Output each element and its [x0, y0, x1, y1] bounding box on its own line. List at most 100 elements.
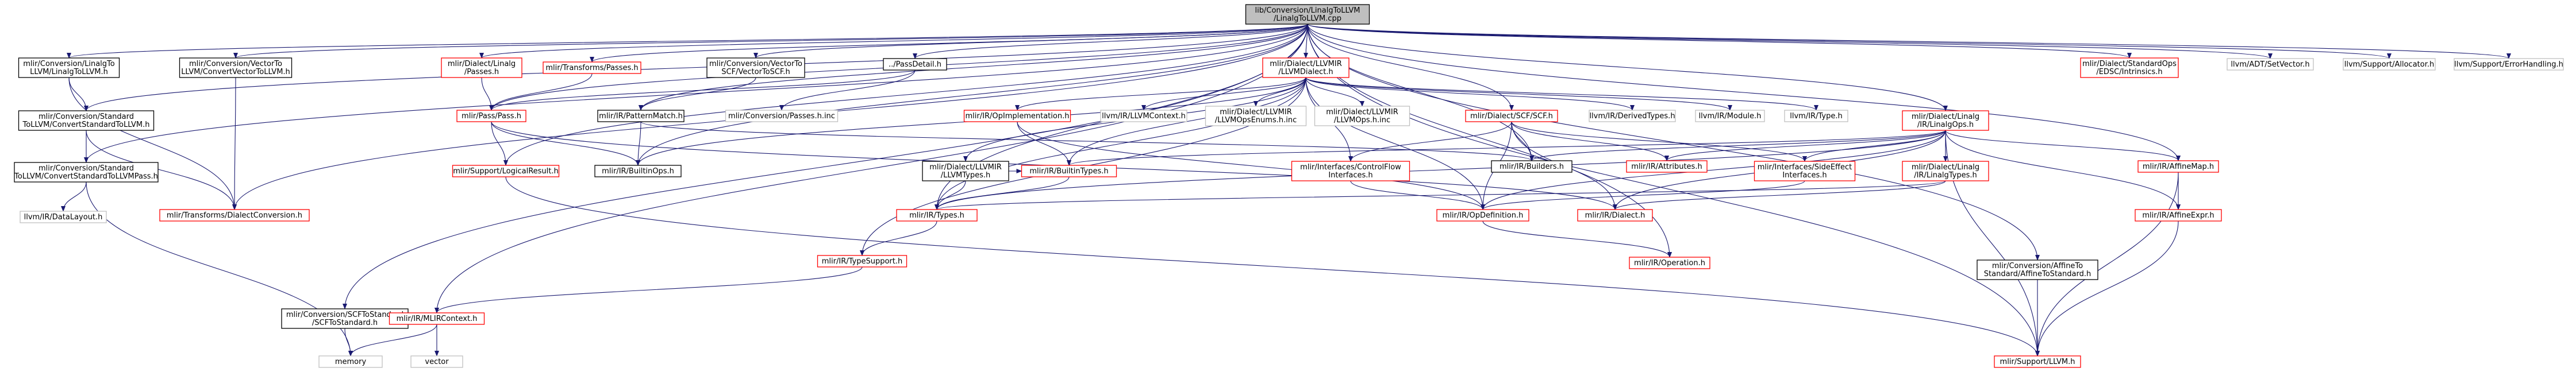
include-edge-n25-n32: [1348, 121, 1512, 162]
node-label: mlir/Support/LogicalResult.h: [453, 167, 558, 176]
include-edge-n29-n38: [935, 130, 1946, 210]
node-box: [1902, 161, 1989, 181]
node-label: /EDSC/Intrinsics.h: [2096, 68, 2162, 76]
node-label: mlir/IR/AffineMap.h: [2143, 162, 2214, 171]
graph-node-n41[interactable]: mlir/IR/AffineExpr.h: [2135, 209, 2222, 222]
include-edge-n19-n49: [505, 176, 2040, 356]
node-box: [922, 161, 1009, 181]
node-box: [896, 209, 978, 222]
node-box: [817, 255, 908, 268]
node-label: mlir/IR/Types.h: [909, 211, 964, 220]
include-edge-n25-n34: [1511, 121, 1669, 161]
node-label: llvm/IR/Type.h: [1790, 112, 1842, 121]
include-edge-n36-n38: [935, 180, 1946, 210]
include-edge-n29-n33: [1529, 130, 1946, 161]
graph-node-n5[interactable]: mlir/Conversion/VectorToSCF/VectorToSCF.…: [706, 57, 805, 78]
include-edge-n7-n26: [1305, 77, 1635, 111]
node-box: [389, 312, 485, 325]
node-box: [1629, 257, 1710, 269]
graph-node-n15[interactable]: mlir/Transforms/DialectConversion.h: [159, 209, 310, 222]
node-box: [963, 110, 1071, 122]
include-edge-root-n37: [1307, 24, 2181, 161]
graph-node-n43[interactable]: mlir/IR/Operation.h: [1629, 257, 1710, 269]
graph-node-n29[interactable]: mlir/Dialect/Linalg/IR/LinalgOps.h: [1902, 110, 1989, 131]
node-label: LLVM/ConvertVectorToLLVM.h: [181, 68, 290, 76]
node-label: mlir/Dialect/Linalg: [1912, 113, 1979, 121]
node-label: lib/Conversion/LinalgToLLVM: [1255, 6, 1360, 15]
include-edge-n35-n39: [1481, 180, 1805, 210]
include-edge-n7-n24: [1305, 77, 1364, 107]
graph-node-n37[interactable]: mlir/IR/AffineMap.h: [2137, 160, 2219, 173]
node-box: [1695, 110, 1765, 122]
graph-node-n36[interactable]: mlir/Dialect/Linalg/IR/LinalgTypes.h: [1902, 161, 1989, 181]
node-box: [1262, 57, 1349, 78]
include-edge-n21-n39: [1017, 121, 1485, 210]
node-box: [1754, 161, 1856, 181]
graph-node-n30[interactable]: mlir/Dialect/LLVMIR/LLVMTypes.h: [922, 161, 1009, 181]
node-label: mlir/Conversion/SCFToStandard: [286, 311, 403, 319]
graph-node-n24: mlir/Dialect/LLVMIR/LLVMOps.h.inc: [1314, 106, 1410, 126]
node-box: [2343, 58, 2436, 71]
graph-node-n12[interactable]: mlir/Conversion/StandardToLLVM/ConvertSt…: [18, 110, 155, 131]
node-label: mlir/Conversion/Standard: [39, 164, 134, 173]
node-layer: lib/Conversion/LinalgToLLVM/LinalgToLLVM…: [14, 4, 2564, 368]
node-label: /SCFToStandard.h: [312, 319, 378, 327]
graph-node-n46[interactable]: mlir/IR/MLIRContext.h: [389, 312, 485, 325]
graph-node-n7[interactable]: mlir/Dialect/LLVMIR/LLVMDialect.h: [1262, 57, 1349, 78]
include-edge-root-n4: [590, 24, 1308, 63]
node-label: llvm/Support/Allocator.h: [2344, 60, 2435, 69]
graph-node-n1[interactable]: mlir/Conversion/LinalgToLLVM/LinalgToLLV…: [18, 57, 120, 78]
include-edge-root-n19: [503, 24, 1308, 166]
graph-node-n34[interactable]: mlir/IR/Attributes.h: [1626, 160, 1708, 173]
graph-node-n6[interactable]: ../PassDetail.h: [883, 58, 947, 71]
node-box: [2137, 160, 2219, 173]
graph-node-n25[interactable]: mlir/Dialect/SCF/SCF.h: [1465, 110, 1558, 122]
graph-node-n16[interactable]: mlir/Pass/Pass.h: [456, 110, 526, 122]
node-label: mlir/IR/Dialect.h: [1585, 211, 1645, 220]
graph-node-n4[interactable]: mlir/Transforms/Passes.h: [543, 61, 641, 74]
include-edge-root-n9: [1307, 24, 2273, 59]
graph-node-n17[interactable]: mlir/IR/PatternMatch.h: [597, 110, 685, 122]
node-box: [2227, 58, 2314, 71]
include-edge-root-n6: [913, 24, 1308, 59]
node-box: [2135, 209, 2222, 222]
node-box: [281, 308, 409, 329]
node-label: mlir/IR/AffineExpr.h: [2142, 211, 2214, 220]
include-edge-root-n3: [479, 24, 1308, 59]
include-edge-root-n13: [84, 24, 1308, 163]
node-box: [1291, 161, 1410, 181]
graph-node-n2[interactable]: mlir/Conversion/VectorToLLVM/ConvertVect…: [179, 57, 293, 78]
graph-node-n20[interactable]: mlir/IR/BuiltinOps.h: [594, 165, 682, 177]
graph-node-n13[interactable]: mlir/Conversion/StandardToLLVM/ConvertSt…: [14, 162, 159, 183]
include-edge-n39-n43: [1482, 220, 1672, 258]
graph-node-n45[interactable]: mlir/Conversion/SCFToStandard/SCFToStand…: [281, 308, 409, 329]
graph-node-n21[interactable]: mlir/IR/OpImplementation.h: [963, 110, 1071, 122]
include-edge-n17-n33: [640, 121, 1534, 161]
node-box: [725, 110, 839, 122]
graph-node-n31[interactable]: mlir/IR/BuiltinTypes.h: [1021, 165, 1117, 177]
graph-node-n39[interactable]: mlir/IR/OpDefinition.h: [1436, 209, 1529, 222]
graph-node-n42[interactable]: mlir/IR/TypeSupport.h: [817, 255, 908, 268]
graph-node-n40[interactable]: mlir/IR/Dialect.h: [1577, 209, 1653, 222]
graph-node-n33[interactable]: mlir/IR/Builders.h: [1491, 160, 1572, 173]
node-label: mlir/Dialect/LLVMIR: [1326, 108, 1398, 117]
node-box: [706, 57, 805, 78]
graph-node-n8[interactable]: mlir/Dialect/StandardOps/EDSC/Intrinsics…: [2080, 57, 2179, 78]
graph-node-n49[interactable]: mlir/Support/LLVM.h: [1994, 355, 2081, 368]
include-edge-n7-n21: [1015, 77, 1306, 111]
graph-node-n38[interactable]: mlir/IR/Types.h: [896, 209, 978, 222]
include-edge-n7-n27: [1305, 77, 1732, 111]
include-edge-n46-n47: [348, 324, 437, 356]
node-box: [1021, 165, 1117, 177]
node-label: /IR/LinalgTypes.h: [1914, 171, 1977, 180]
graph-node-n19[interactable]: mlir/Support/LogicalResult.h: [452, 165, 560, 177]
node-box: [1465, 110, 1558, 122]
graph-node-n3[interactable]: mlir/Dialect/Linalg/Passes.h: [441, 57, 522, 78]
node-label: /IR/LinalgOps.h: [1917, 121, 1974, 129]
node-box: [1205, 106, 1307, 126]
include-edge-n41-n49: [2035, 220, 2179, 356]
graph-node-n44[interactable]: mlir/Conversion/AffineToStandard/AffineT…: [1977, 259, 2098, 280]
node-label: /LLVMTypes.h: [941, 171, 991, 180]
